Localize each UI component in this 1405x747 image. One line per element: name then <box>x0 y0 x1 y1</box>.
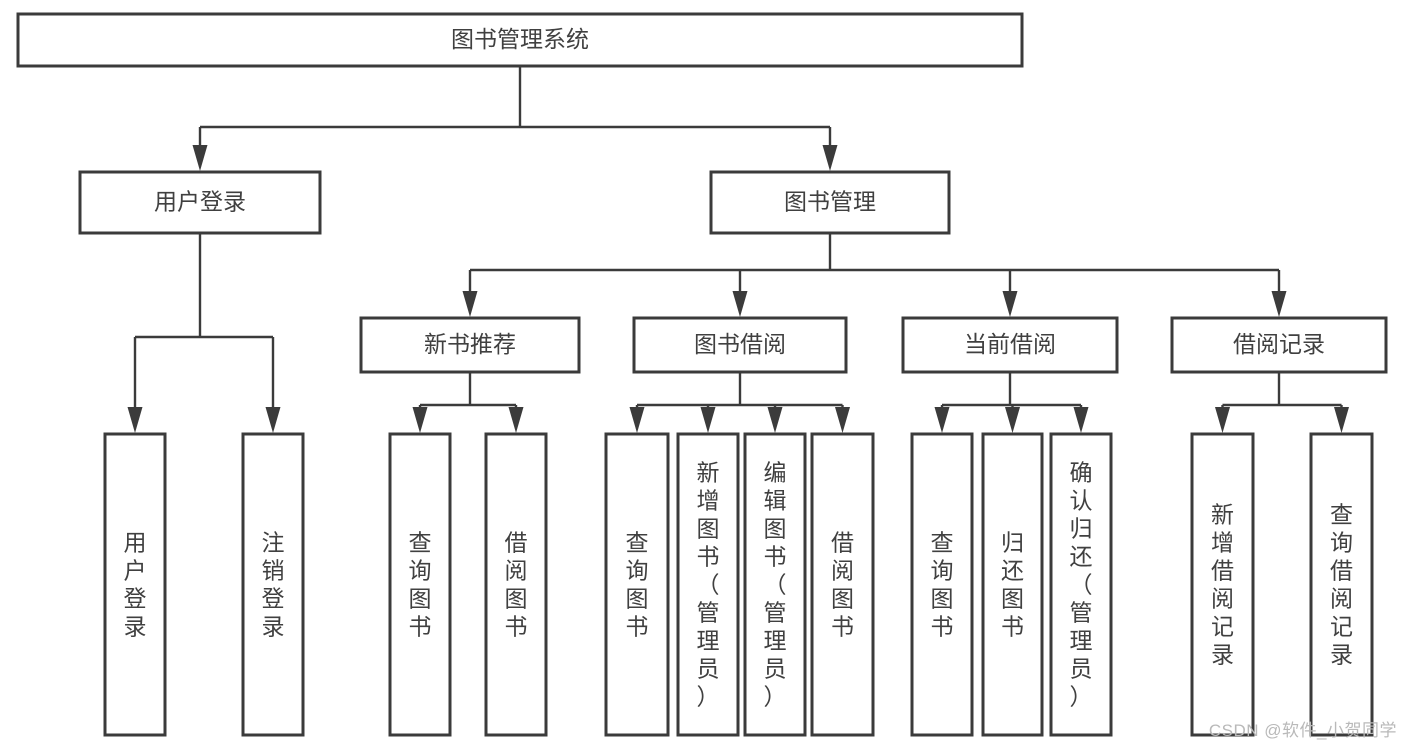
arrow-head-icon <box>1271 291 1287 317</box>
node-box <box>810 432 875 737</box>
node-n-book-manage[interactable]: 图书管理 <box>709 170 951 235</box>
node-box <box>103 432 167 737</box>
arrow-head-icon <box>1215 407 1230 433</box>
node-box <box>981 432 1044 737</box>
arrow-head-icon <box>732 291 748 317</box>
node-box <box>1309 432 1374 737</box>
node-l-query-record[interactable]: 查询借阅记录 <box>1309 432 1374 737</box>
node-box <box>78 170 322 235</box>
node-box <box>16 12 1024 68</box>
node-label: 归还图书 <box>1001 529 1024 639</box>
node-label: 新增借阅记录 <box>1211 501 1234 667</box>
node-box <box>359 316 581 374</box>
arrow-head-icon <box>508 407 524 433</box>
arrow-head-icon <box>265 407 281 433</box>
csdn-watermark: CSDN @软件_小贺同学 <box>1208 721 1397 740</box>
arrow-head-icon <box>767 407 783 433</box>
node-label: 图书管理 <box>784 189 876 215</box>
node-label: 查询图书 <box>409 529 432 639</box>
node-n-new-book-rec[interactable]: 新书推荐 <box>359 316 581 374</box>
node-box <box>1049 432 1113 737</box>
node-label: 用户登录 <box>124 529 147 639</box>
node-box <box>388 432 452 737</box>
arrow-head-icon <box>127 407 143 433</box>
node-label: 注销登录 <box>262 529 285 639</box>
node-label: 新增图书（管理员） <box>697 459 720 709</box>
node-n-book-borrow[interactable]: 图书借阅 <box>632 316 848 374</box>
arrow-head-icon <box>822 145 838 171</box>
node-n-current-borrow[interactable]: 当前借阅 <box>901 316 1119 374</box>
node-box <box>484 432 548 737</box>
node-box <box>1170 316 1388 374</box>
arrow-head-icon <box>934 407 950 433</box>
node-box <box>632 316 848 374</box>
node-label: 借阅记录 <box>1233 331 1325 357</box>
node-l-user-login[interactable]: 用户登录 <box>103 432 167 737</box>
node-label: 确认归还（管理员） <box>1070 459 1093 709</box>
node-l-logout[interactable]: 注销登录 <box>241 432 305 737</box>
node-label: 当前借阅 <box>964 331 1056 357</box>
arrow-head-icon <box>700 407 716 433</box>
node-layer: 图书管理系统用户登录图书管理新书推荐图书借阅当前借阅借阅记录用户登录注销登录查询… <box>16 12 1388 737</box>
node-box <box>910 432 974 737</box>
node-box <box>709 170 951 235</box>
arrow-head-icon <box>1334 407 1349 433</box>
node-l-borrow-book-2[interactable]: 借阅图书 <box>810 432 875 737</box>
arrow-head-icon <box>412 407 428 433</box>
connector-layer <box>127 66 1349 433</box>
node-label: 查询图书 <box>931 529 954 639</box>
node-l-add-record[interactable]: 新增借阅记录 <box>1190 432 1255 737</box>
node-label: 借阅图书 <box>505 529 528 639</box>
arrow-head-icon <box>1002 291 1018 317</box>
node-n-borrow-record[interactable]: 借阅记录 <box>1170 316 1388 374</box>
node-label: 借阅图书 <box>831 529 854 639</box>
node-label: 查询借阅记录 <box>1330 501 1353 667</box>
node-l-return-book[interactable]: 归还图书 <box>981 432 1044 737</box>
node-root[interactable]: 图书管理系统 <box>16 12 1024 68</box>
arrow-head-icon <box>1005 407 1020 433</box>
node-box <box>743 432 807 737</box>
arrow-head-icon <box>629 407 645 433</box>
arrow-head-icon <box>462 291 478 317</box>
arrow-head-icon <box>1073 407 1089 433</box>
node-l-query-book-2[interactable]: 查询图书 <box>604 432 670 737</box>
node-l-borrow-book-1[interactable]: 借阅图书 <box>484 432 548 737</box>
node-l-add-book[interactable]: 新增图书（管理员） <box>676 432 740 737</box>
node-l-query-book-1[interactable]: 查询图书 <box>388 432 452 737</box>
node-label: 图书借阅 <box>694 331 786 357</box>
node-n-user-login[interactable]: 用户登录 <box>78 170 322 235</box>
node-l-query-book-3[interactable]: 查询图书 <box>910 432 974 737</box>
node-box <box>901 316 1119 374</box>
arrow-head-icon <box>192 145 208 171</box>
node-box <box>1190 432 1255 737</box>
node-l-confirm-return[interactable]: 确认归还（管理员） <box>1049 432 1113 737</box>
arrow-head-icon <box>835 407 850 433</box>
node-label: 查询图书 <box>626 529 649 639</box>
node-box <box>604 432 670 737</box>
node-label: 用户登录 <box>154 189 246 215</box>
node-label: 新书推荐 <box>424 331 516 357</box>
node-l-edit-book[interactable]: 编辑图书（管理员） <box>743 432 807 737</box>
node-box <box>241 432 305 737</box>
node-label: 编辑图书（管理员） <box>764 459 787 709</box>
node-box <box>676 432 740 737</box>
node-label: 图书管理系统 <box>451 26 589 52</box>
